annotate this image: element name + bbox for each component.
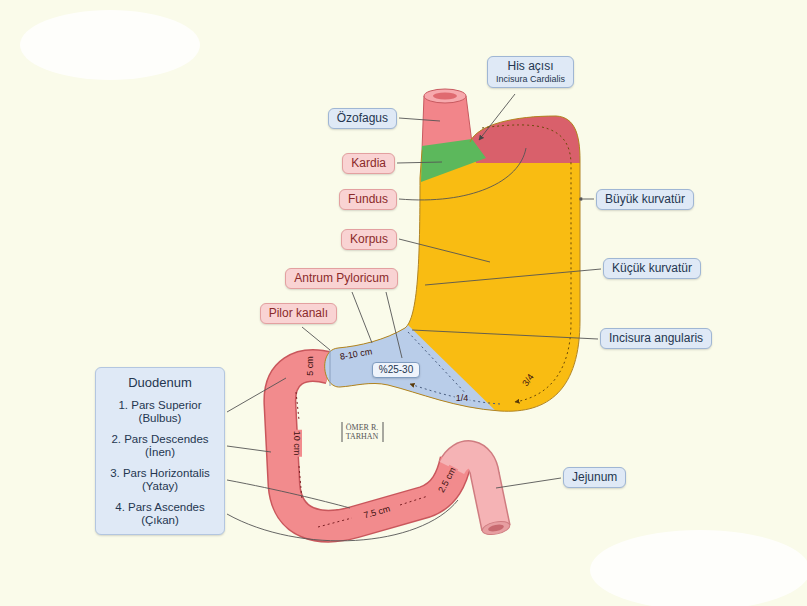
watermark: ÖMER R. TARHAN bbox=[341, 423, 383, 441]
pylorus-ring bbox=[330, 350, 331, 386]
label-text: Özofagus bbox=[337, 111, 388, 126]
label-text: Jejunum bbox=[572, 470, 617, 485]
watermark-bar bbox=[383, 422, 384, 442]
label-text: Kardia bbox=[351, 156, 386, 171]
dimension-label: 7.5 cm bbox=[362, 503, 393, 521]
part-label: Jejunum bbox=[563, 467, 626, 488]
region-label: Fundus bbox=[339, 189, 397, 210]
region-label: Pilor kanalı bbox=[260, 303, 337, 324]
cardia-region bbox=[421, 139, 486, 182]
curvature-dotted-line bbox=[410, 384, 500, 404]
leader-dot bbox=[579, 197, 583, 201]
landmark-label: His açısıIncisura Cardialis bbox=[487, 56, 574, 88]
label-text: %25-30 bbox=[379, 364, 413, 376]
landmark-label: Incisura angularis bbox=[600, 328, 712, 349]
label-text: Büyük kurvatür bbox=[605, 192, 685, 207]
region-label: Kardia bbox=[342, 153, 395, 174]
percent-box: %25-30 bbox=[372, 362, 420, 378]
label-text: Küçük kurvatür bbox=[612, 261, 692, 276]
label-subtext: Incisura Cardialis bbox=[496, 74, 565, 85]
dimension-label: 1/4 bbox=[455, 393, 470, 403]
background-blob bbox=[20, 10, 200, 80]
watermark-bar bbox=[342, 422, 343, 442]
label-text: Duodenum bbox=[101, 375, 219, 391]
label-text: Incisura angularis bbox=[609, 331, 703, 346]
label-subtext: 3. Pars Horizontalis (Yatay) bbox=[101, 467, 219, 493]
leader-lines bbox=[227, 94, 601, 541]
stomach-outline bbox=[325, 116, 580, 411]
label-subtext: 1. Pars Superior (Bulbus) bbox=[101, 399, 219, 425]
label-text: His açısı bbox=[496, 59, 565, 74]
region-label: Antrum Pyloricum bbox=[285, 268, 398, 289]
dimension-label: 8-10 cm bbox=[338, 346, 374, 362]
dimension-label: 3/4 bbox=[520, 371, 537, 389]
part-label: Özofagus bbox=[328, 108, 397, 129]
label-text: Korpus bbox=[350, 232, 388, 247]
label-text: Antrum Pyloricum bbox=[294, 271, 389, 286]
dimension-label: 5 cm bbox=[305, 355, 315, 377]
landmark-label: Büyük kurvatür bbox=[596, 189, 694, 210]
label-text: Pilor kanalı bbox=[269, 306, 328, 321]
label-subtext: 2. Pars Descendes (İnen) bbox=[101, 433, 219, 459]
region-label: Korpus bbox=[341, 229, 397, 250]
stomach bbox=[300, 100, 600, 430]
curvature-dotted-line bbox=[482, 125, 571, 402]
background-blob bbox=[590, 530, 807, 606]
landmark-label: Küçük kurvatür bbox=[603, 258, 701, 279]
label-text: Fundus bbox=[348, 192, 388, 207]
dimension-label: 2.5 cm bbox=[436, 465, 458, 495]
duodenum-legend-box: Duodenum 1. Pars Superior (Bulbus) 2. Pars… bbox=[95, 367, 225, 535]
label-subtext: 4. Pars Ascendes (Çıkan) bbox=[101, 501, 219, 527]
dimension-label: 10 cm bbox=[292, 430, 302, 457]
